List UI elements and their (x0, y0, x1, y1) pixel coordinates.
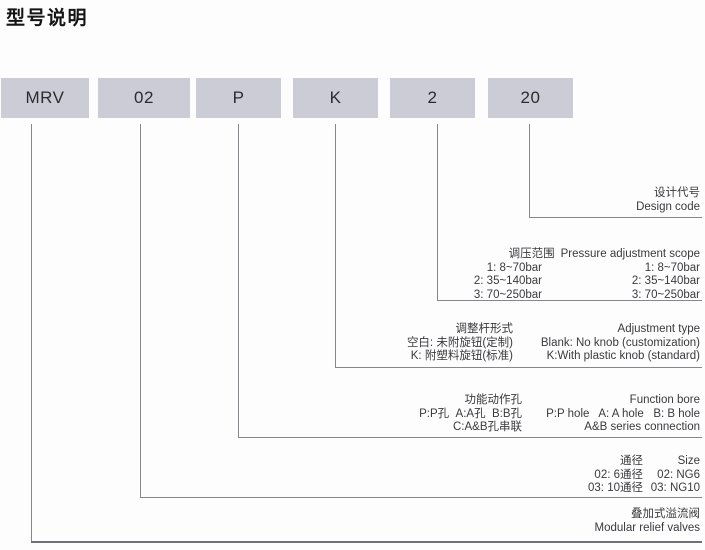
section-adjustment-type: 调整杆形式 Adjustment type 空白: 未附旋钮(定制) Blank… (407, 323, 700, 364)
function-bore-header-cn: 功能动作孔 (464, 394, 523, 406)
function-bore-row-cn: C:A&B孔串联 (452, 421, 522, 433)
function-bore-header: 功能动作孔 Function bore (419, 394, 701, 408)
code-box-design: 20 (488, 78, 573, 118)
size-header: 通径 Size (588, 455, 700, 469)
pressure-header-cn: 调压范围 (508, 248, 555, 260)
size-row-cn: 03: 10通径 (588, 482, 643, 494)
adjustment-row-en: K:With plastic knob (standard) (546, 350, 700, 362)
code-box-pressure: 2 (390, 78, 475, 118)
pressure-row-en: 1: 8~70bar (644, 261, 700, 274)
adjustment-row-en: Blank: No knob (customization) (540, 336, 700, 349)
function-bore-header-en: Function bore (629, 394, 700, 406)
pressure-row-cn: 1: 8~70bar (486, 261, 542, 274)
function-bore-row-en: A&B series connection (584, 421, 700, 433)
connector-vline-size (140, 124, 141, 497)
section-design-code: 设计代号 Design code (636, 187, 700, 214)
size-row: 03: 10通径 03: NG10 (588, 482, 700, 496)
connector-hline-knob (335, 367, 702, 368)
pressure-row: 2: 35~140bar 2: 35~140bar (474, 275, 700, 289)
code-box-knob: K (293, 78, 378, 118)
size-row-en: 03: NG10 (650, 482, 700, 494)
section-function-bore: 功能动作孔 Function bore P:P孔 A:A孔 B:B孔 P:P h… (419, 394, 700, 435)
design-code-label-en: Design code (636, 200, 700, 213)
design-code-label-cn: 设计代号 (654, 187, 700, 199)
adjustment-header-cn: 调整杆形式 (455, 323, 514, 335)
function-bore-row-en: P:P hole A: A hole B: B hole (546, 407, 700, 420)
pressure-row-en: 2: 35~140bar (631, 275, 700, 287)
connector-vline-design (529, 124, 530, 217)
adjustment-header: 调整杆形式 Adjustment type (407, 323, 701, 337)
connector-hline-mrv (31, 541, 702, 543)
size-row: 02: 6通径 02: NG6 (588, 469, 700, 483)
connector-vline-knob (335, 124, 336, 367)
connector-hline-size (140, 497, 702, 498)
adjustment-row-cn: K: 附塑料旋钮(标准) (410, 350, 513, 362)
pressure-row-cn: 3: 70~250bar (473, 288, 542, 301)
pressure-row: 1: 8~70bar 1: 8~70bar (474, 262, 700, 276)
product-name-cn: 叠加式溢流阀 (631, 508, 700, 520)
function-bore-row-cn: P:P孔 A:A孔 B:B孔 (419, 407, 522, 420)
size-row-en: 02: NG6 (657, 468, 700, 481)
function-bore-row: P:P孔 A:A孔 B:B孔 P:P hole A: A hole B: B h… (419, 408, 700, 422)
code-box-bore: P (196, 78, 281, 118)
adjustment-row: 空白: 未附旋钮(定制) Blank: No knob (customizati… (407, 337, 700, 351)
pressure-header-en: Pressure adjustment scope (560, 248, 700, 260)
size-header-en: Size (677, 455, 700, 467)
size-header-cn: 通径 (620, 455, 643, 467)
adjustment-row-cn: 空白: 未附旋钮(定制) (406, 336, 513, 349)
pressure-row-cn: 2: 35~140bar (473, 275, 542, 287)
section-product-name: 叠加式溢流阀 Modular relief valves (595, 508, 700, 535)
connector-hline-bore (238, 437, 702, 438)
code-box-mrv: MRV (1, 78, 89, 118)
adjustment-header-en: Adjustment type (617, 323, 700, 335)
section-size: 通径 Size 02: 6通径 02: NG6 03: 10通径 03: NG1… (588, 455, 700, 496)
size-row-cn: 02: 6通径 (594, 468, 643, 481)
connector-vline-mrv (31, 124, 32, 542)
pressure-row-en: 3: 70~250bar (631, 288, 700, 301)
product-name-en: Modular relief valves (594, 521, 700, 534)
code-box-size: 02 (98, 78, 190, 118)
connector-vline-pressure (437, 124, 438, 300)
page-title: 型号说明 (6, 8, 89, 29)
function-bore-row: C:A&B孔串联 A&B series connection (419, 421, 700, 435)
connector-vline-bore (238, 124, 239, 437)
pressure-header: 调压范围 Pressure adjustment scope (474, 248, 700, 262)
pressure-row: 3: 70~250bar 3: 70~250bar (474, 289, 700, 303)
section-pressure-scope: 调压范围 Pressure adjustment scope 1: 8~70ba… (474, 248, 700, 302)
connector-hline-design (529, 217, 702, 218)
connector-hline-pressure (437, 300, 702, 301)
adjustment-row: K: 附塑料旋钮(标准) K:With plastic knob (standa… (407, 350, 700, 364)
